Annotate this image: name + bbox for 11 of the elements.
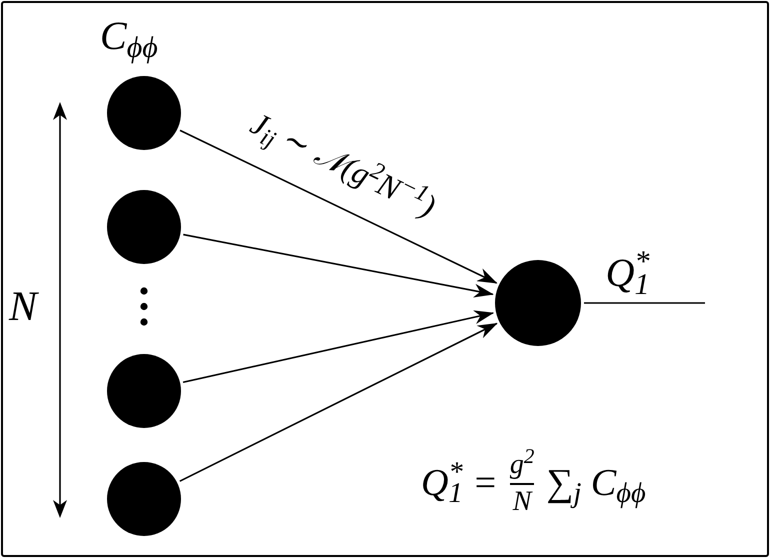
dimension-label: N bbox=[9, 286, 38, 328]
formula-text: Q$^{*}$$_{1}$ = bbox=[421, 459, 498, 508]
formula-text: ∑$_{j}$ C$_{ϕϕ}$ bbox=[546, 461, 646, 508]
output-line bbox=[584, 302, 705, 304]
arrow bbox=[183, 234, 494, 298]
arrow bbox=[179, 322, 498, 482]
arrow bbox=[180, 130, 498, 284]
fraction-denominator: N bbox=[512, 486, 534, 518]
node-caption: C$_{ϕϕ}$ bbox=[100, 12, 158, 62]
fraction-numerator: g$^{2}$ bbox=[510, 450, 534, 481]
arrow bbox=[182, 310, 494, 384]
